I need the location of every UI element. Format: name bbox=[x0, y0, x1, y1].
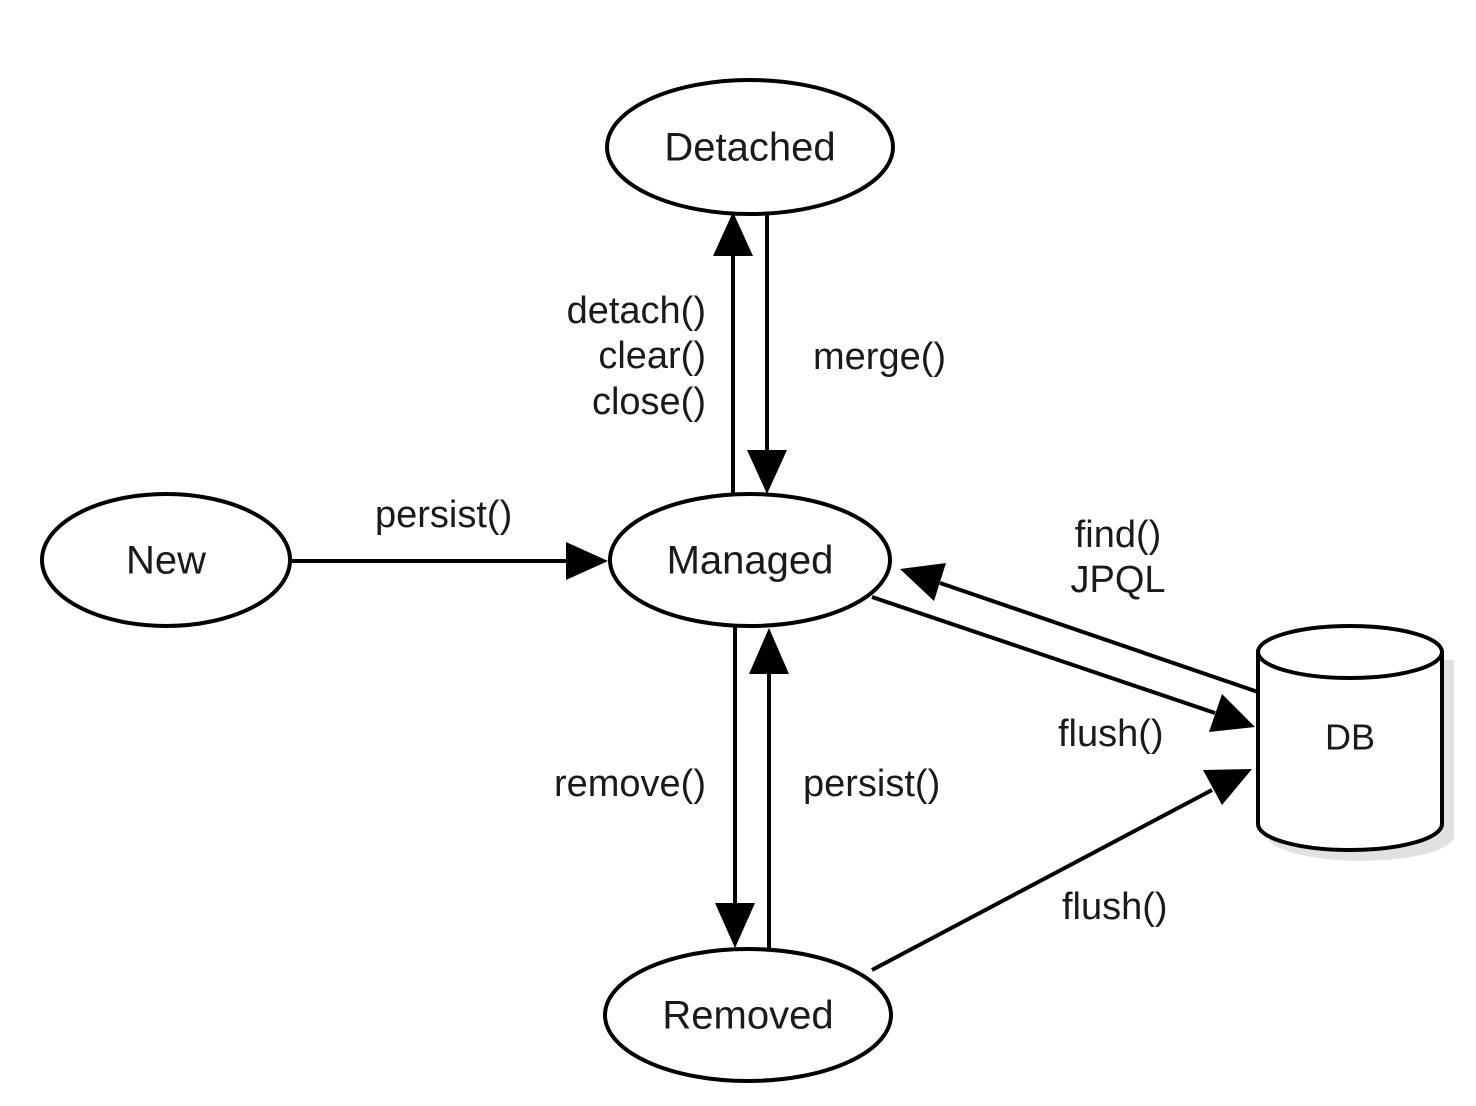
db-cylinder-body[interactable] bbox=[1256, 650, 1444, 852]
edge-line-managed-to-db bbox=[871, 595, 1216, 715]
arrowhead-into-managed-left bbox=[566, 542, 608, 580]
edge-label-flush-removed: flush() bbox=[1062, 886, 1168, 928]
edge-label-jpql: JPQL bbox=[1070, 559, 1165, 601]
node-new-label: New bbox=[126, 539, 206, 583]
edge-line-db-to-managed bbox=[939, 581, 1259, 694]
node-managed-label: Managed bbox=[667, 539, 834, 583]
edge-label-remove: remove() bbox=[554, 763, 706, 805]
arrowhead-into-managed-right bbox=[900, 563, 946, 601]
arrowhead-into-detached-bottom bbox=[713, 212, 753, 256]
node-db[interactable]: DB bbox=[1256, 624, 1454, 861]
edge-removed-to-managed bbox=[749, 628, 789, 950]
node-removed-label: Removed bbox=[662, 994, 833, 1038]
node-detached[interactable]: Detached bbox=[605, 78, 895, 216]
node-new[interactable]: New bbox=[40, 492, 292, 628]
edge-label-close: close() bbox=[592, 381, 706, 423]
node-managed-ellipse[interactable] bbox=[608, 492, 892, 628]
edge-detached-to-managed bbox=[747, 210, 787, 494]
edge-label-flush-managed: flush() bbox=[1058, 713, 1164, 755]
edge-line-removed-to-db bbox=[871, 788, 1213, 972]
edge-label-persist-removed: persist() bbox=[803, 763, 940, 805]
node-managed[interactable]: Managed bbox=[608, 492, 892, 628]
arrowhead-into-managed-top bbox=[747, 450, 787, 494]
edge-managed-to-removed bbox=[715, 623, 755, 948]
node-detached-ellipse[interactable] bbox=[605, 78, 895, 216]
edge-db-to-managed bbox=[900, 563, 1259, 694]
edge-label-persist-new: persist() bbox=[375, 494, 512, 536]
edge-label-clear: clear() bbox=[598, 335, 706, 377]
arrowhead-into-db-lower bbox=[1203, 769, 1252, 805]
edge-label-find: find() bbox=[1075, 514, 1162, 556]
node-new-ellipse[interactable] bbox=[40, 492, 292, 628]
node-removed[interactable]: Removed bbox=[603, 947, 893, 1083]
node-db-label: DB bbox=[1325, 717, 1375, 758]
node-detached-label: Detached bbox=[664, 126, 835, 170]
node-removed-ellipse[interactable] bbox=[603, 947, 893, 1083]
edge-removed-to-db bbox=[871, 769, 1252, 972]
arrowhead-into-removed-top bbox=[715, 903, 755, 948]
arrowhead-into-db-upper bbox=[1209, 694, 1255, 732]
edge-managed-to-detached bbox=[713, 212, 753, 497]
edge-new-to-managed bbox=[292, 542, 608, 580]
edge-label-detach: detach() bbox=[567, 290, 706, 332]
db-cylinder-top[interactable] bbox=[1256, 624, 1444, 680]
edge-managed-to-db bbox=[871, 595, 1255, 732]
edge-label-merge: merge() bbox=[813, 336, 946, 378]
arrowhead-into-managed-bottom bbox=[749, 628, 789, 674]
